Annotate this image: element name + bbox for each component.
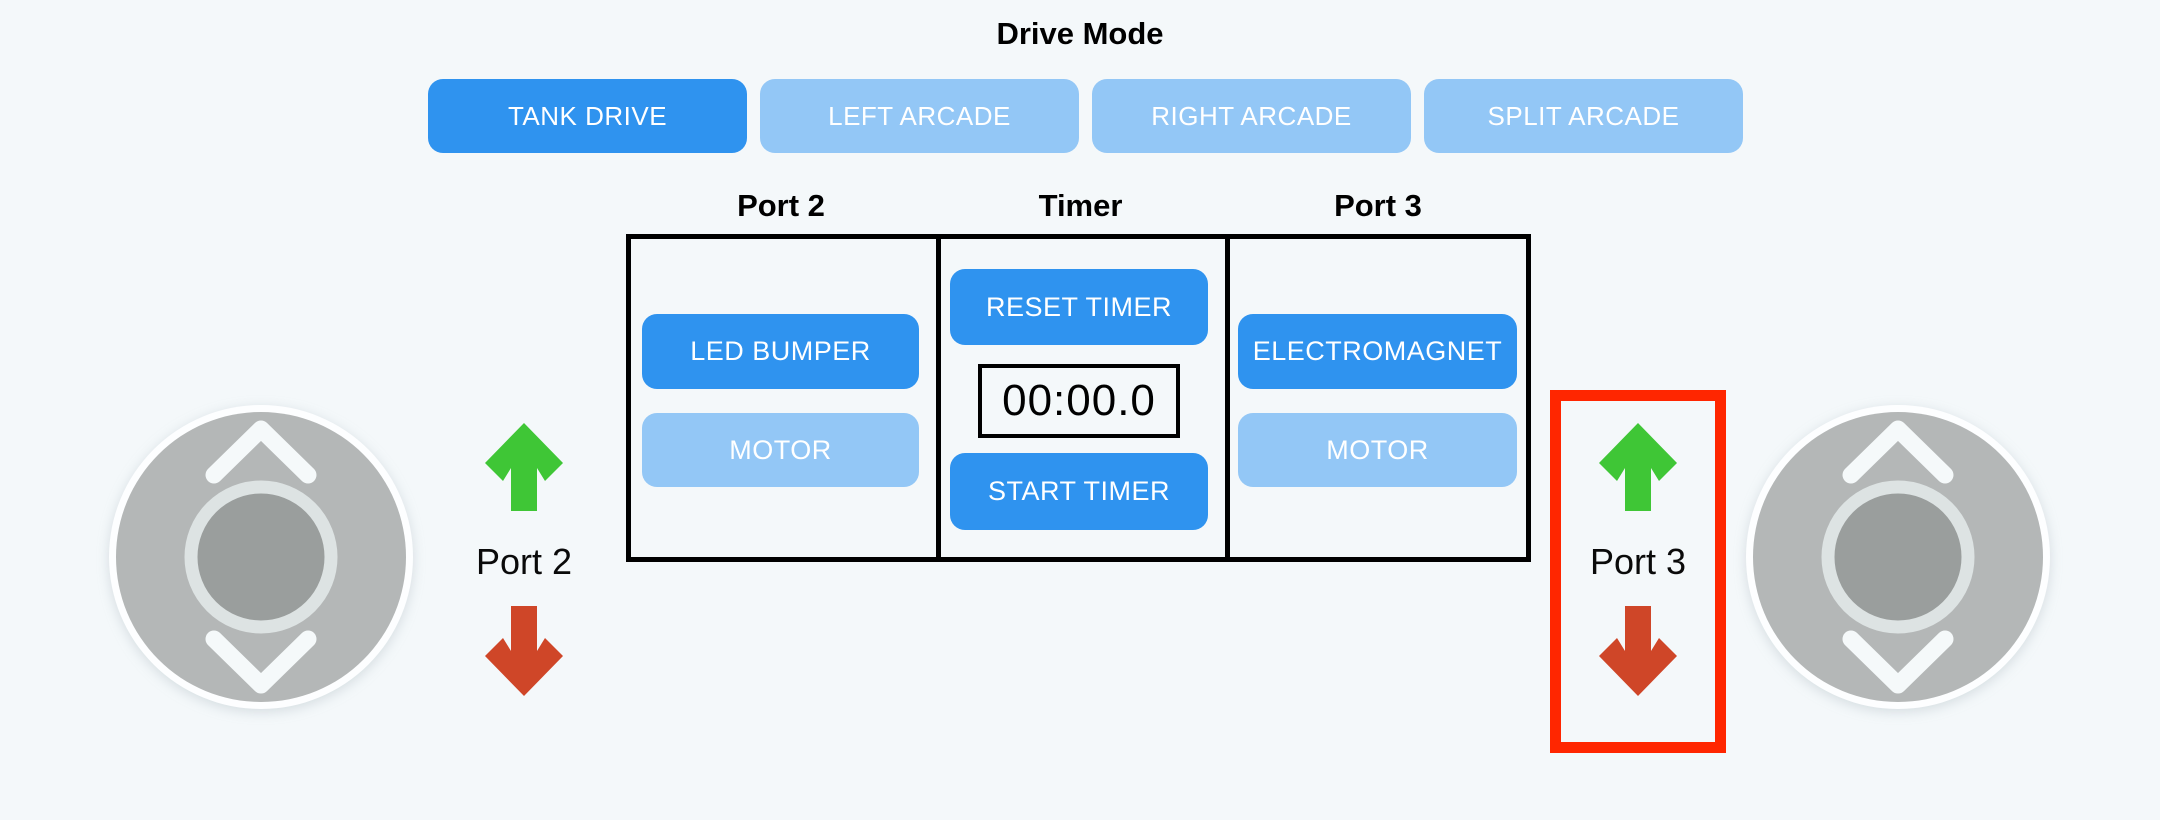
electromagnet-button[interactable]: ELECTROMAGNET [1238, 314, 1517, 389]
left-joystick[interactable] [101, 397, 421, 717]
joystick-knob [1821, 480, 1975, 634]
joystick-up-chevron-icon [205, 420, 317, 484]
split-arcade-button[interactable]: SPLIT ARCADE [1424, 79, 1743, 153]
timer-display: 00:00.0 [978, 364, 1180, 438]
port2-column-header: Port 2 [737, 188, 825, 223]
port3-down-arrow-icon [1599, 606, 1677, 696]
port3-highlight-box [1550, 390, 1726, 753]
port3-motor-button[interactable]: MOTOR [1238, 413, 1517, 487]
joystick-down-chevron-icon [205, 630, 317, 694]
port2-up-arrow-icon [485, 423, 563, 511]
port2-stick-label: Port 2 [475, 541, 573, 582]
led-bumper-button[interactable]: LED BUMPER [642, 314, 919, 389]
port3-column-header: Port 3 [1334, 188, 1422, 223]
joystick-up-chevron-icon [1842, 420, 1954, 484]
joystick-knob [184, 480, 338, 634]
joystick-down-chevron-icon [1842, 630, 1954, 694]
port3-up-arrow-icon [1599, 423, 1677, 511]
table-divider [1225, 234, 1230, 562]
port2-motor-button[interactable]: MOTOR [642, 413, 919, 487]
reset-timer-button[interactable]: RESET TIMER [950, 269, 1208, 345]
right-joystick[interactable] [1738, 397, 2058, 717]
control-table [626, 234, 1531, 562]
table-divider [936, 234, 941, 562]
left-arcade-button[interactable]: LEFT ARCADE [760, 79, 1079, 153]
page-title: Drive Mode [996, 16, 1164, 51]
start-timer-button[interactable]: START TIMER [950, 453, 1208, 530]
tank-drive-button[interactable]: TANK DRIVE [428, 79, 747, 153]
port2-down-arrow-icon [485, 606, 563, 696]
timer-column-header: Timer [1038, 188, 1123, 223]
right-arcade-button[interactable]: RIGHT ARCADE [1092, 79, 1411, 153]
port3-stick-label: Port 3 [1589, 541, 1687, 582]
